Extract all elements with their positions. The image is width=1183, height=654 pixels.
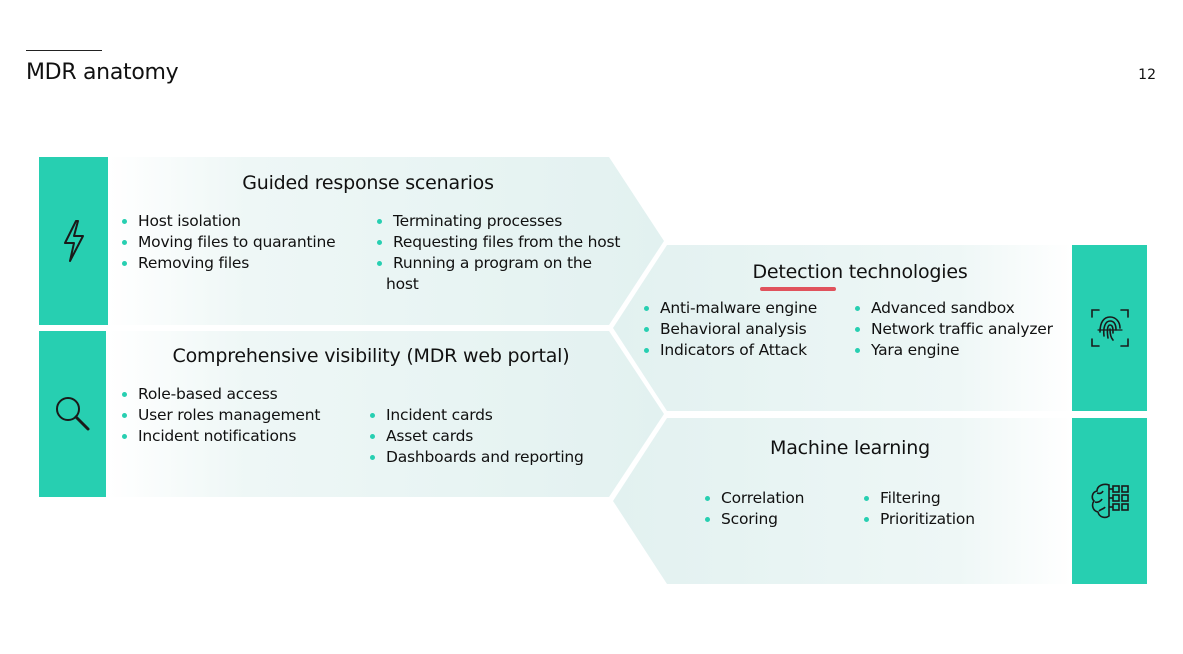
magnifier-icon: [55, 397, 89, 431]
list-item: Incident notifications: [120, 426, 320, 447]
list-item: Moving files to quarantine: [120, 232, 336, 253]
list-item: Role-based access: [120, 384, 320, 405]
list-item: Asset cards: [368, 426, 584, 447]
slide-title: MDR anatomy: [26, 60, 179, 85]
list-item: Incident cards: [368, 405, 584, 426]
spellcheck-underline: [760, 287, 836, 291]
list-item: Advanced sandbox: [853, 298, 1053, 319]
list-item-continuation: host: [386, 275, 419, 293]
detection-panel-shape: [613, 245, 1072, 411]
list-item: Dashboards and reporting: [368, 447, 584, 468]
guided-title: Guided response scenarios: [242, 172, 494, 194]
list-item: Running a program on the: [375, 253, 620, 274]
guided-panel-shape: [108, 157, 664, 325]
list-item: Prioritization: [862, 509, 975, 530]
visibility-icon-box: [39, 331, 106, 497]
list-item: Network traffic analyzer: [853, 319, 1053, 340]
list-item: User roles management: [120, 405, 320, 426]
list-item: Anti-malware engine: [642, 298, 817, 319]
lightning-icon: [63, 220, 84, 262]
ml-list-right: Filtering Prioritization: [862, 488, 975, 530]
visibility-panel-shape: [108, 331, 664, 497]
visibility-title: Comprehensive visibility (MDR web portal…: [172, 345, 570, 367]
list-item: Requesting files from the host: [375, 232, 620, 253]
fingerprint-icon: [1090, 309, 1129, 347]
ml-list-left: Correlation Scoring: [703, 488, 804, 530]
ml-icon-box: [1072, 418, 1147, 584]
list-item: Scoring: [703, 509, 804, 530]
page-number: 12: [1138, 67, 1156, 83]
detection-list-right: Advanced sandbox Network traffic analyze…: [853, 298, 1053, 361]
ml-panel-shape: [613, 418, 1072, 584]
list-item: Yara engine: [853, 340, 1053, 361]
guided-list-left: Host isolation Moving files to quarantin…: [120, 211, 336, 274]
visibility-list-right: Incident cards Asset cards Dashboards an…: [368, 405, 584, 468]
list-item: Indicators of Attack: [642, 340, 817, 361]
visibility-list-left: Role-based access User roles management …: [120, 384, 320, 447]
detection-icon-box: [1072, 245, 1147, 411]
list-item: Filtering: [862, 488, 975, 509]
list-item: Behavioral analysis: [642, 319, 817, 340]
guided-icon-box: [39, 157, 108, 325]
list-item: Removing files: [120, 253, 335, 274]
guided-list-right: Terminating processes Requesting files f…: [375, 211, 620, 295]
detection-title: Detection technologies: [752, 261, 968, 283]
list-item: Host isolation: [120, 211, 335, 232]
list-item: Terminating processes: [375, 211, 620, 232]
title-rule: [26, 50, 102, 51]
ml-title: Machine learning: [770, 437, 930, 459]
list-item: Correlation: [703, 488, 804, 509]
detection-list-left: Anti-malware engine Behavioral analysis …: [642, 298, 817, 361]
brain-chip-icon: [1091, 483, 1129, 519]
